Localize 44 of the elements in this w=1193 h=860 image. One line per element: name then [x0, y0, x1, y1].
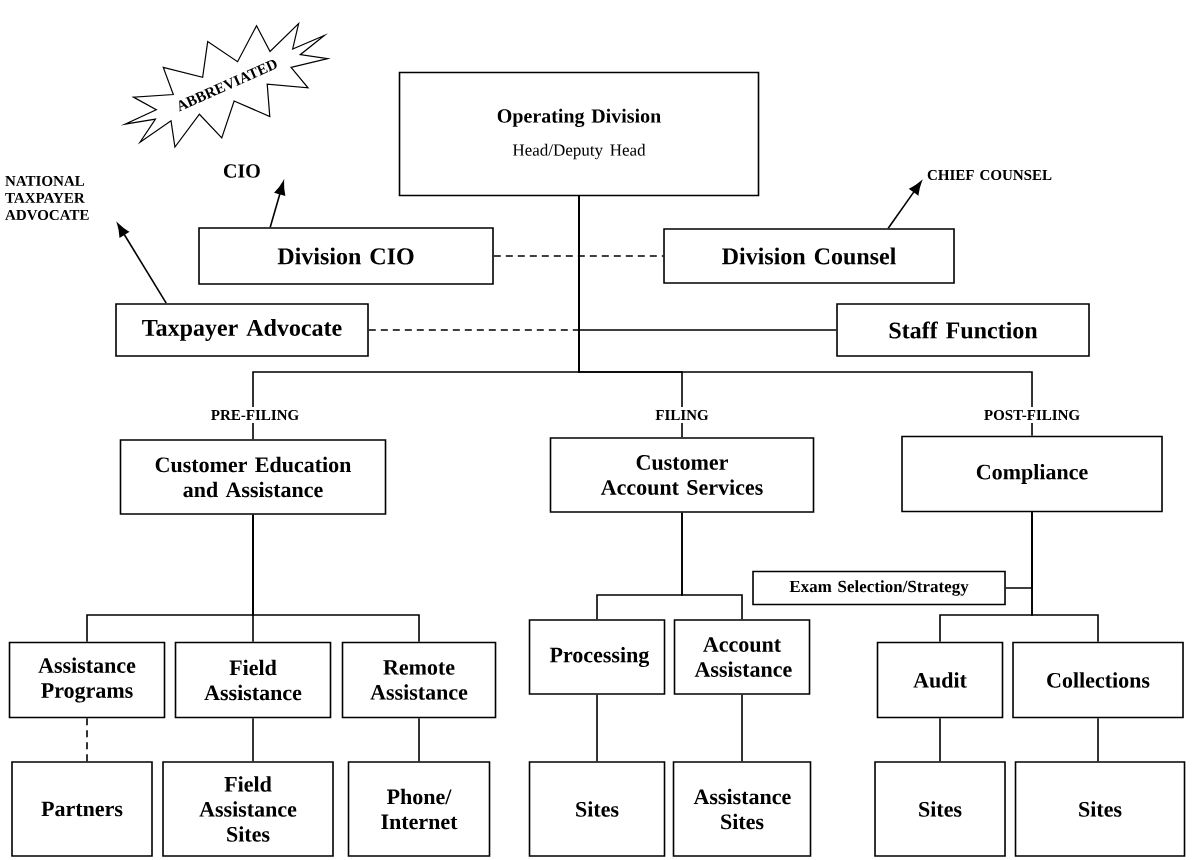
org-box: Assistance Sites	[672, 761, 812, 857]
org-box: Staff Function	[836, 303, 1090, 357]
connector-line	[741, 694, 743, 762]
phase-label: POST-FILING	[980, 406, 1084, 424]
org-box: Customer Education and Assistance	[119, 439, 387, 515]
org-box: Partners	[11, 761, 153, 857]
phase-label: PRE-FILING	[207, 406, 303, 424]
org-box: Audit	[876, 641, 1004, 719]
org-box: Assistance Programs	[8, 641, 166, 719]
connector-line	[596, 694, 598, 762]
org-box: Remote Assistance	[341, 641, 497, 719]
connector-line	[252, 514, 420, 643]
org-box: Processing	[528, 619, 666, 695]
org-box: Account Assistance	[673, 619, 811, 695]
org-box: Compliance	[901, 435, 1163, 513]
arrow	[117, 223, 167, 304]
unit-label: CIO	[224, 164, 260, 178]
connector-line	[1031, 511, 1099, 643]
connector-line	[939, 717, 941, 762]
org-box: Phone/ Internet	[347, 761, 491, 857]
org-box: Sites	[528, 761, 666, 857]
org-box: Field Assistance Sites	[162, 761, 334, 857]
org-box: Customer Account Services	[549, 437, 815, 513]
connector-line	[1097, 717, 1099, 762]
org-box: Field Assistance	[174, 641, 332, 719]
connector-line	[681, 512, 743, 620]
org-box: Division Counsel	[663, 228, 955, 284]
phase-label: FILING	[652, 406, 712, 424]
connector-line	[252, 717, 254, 762]
unit-label: NATIONAL TAXPAYER ADVOCATE	[5, 175, 89, 221]
connector-line	[493, 255, 664, 257]
connector-line	[578, 195, 1033, 437]
org-box: Sites	[874, 761, 1006, 857]
unit-label: CHIEF COUNSEL	[927, 169, 1052, 181]
org-box: Collections	[1012, 641, 1184, 719]
connector-line	[418, 717, 420, 762]
org-box: Sites	[1014, 761, 1186, 857]
org-box: Taxpayer Advocate	[115, 303, 369, 357]
arrow	[269, 181, 286, 228]
org-box: Exam Selection/Strategy	[752, 570, 1006, 606]
connector-line	[86, 717, 88, 762]
arrow	[887, 181, 922, 229]
org-box: Division CIO	[198, 227, 494, 285]
org-box: Operating Division Head/Deputy Head	[398, 71, 760, 197]
